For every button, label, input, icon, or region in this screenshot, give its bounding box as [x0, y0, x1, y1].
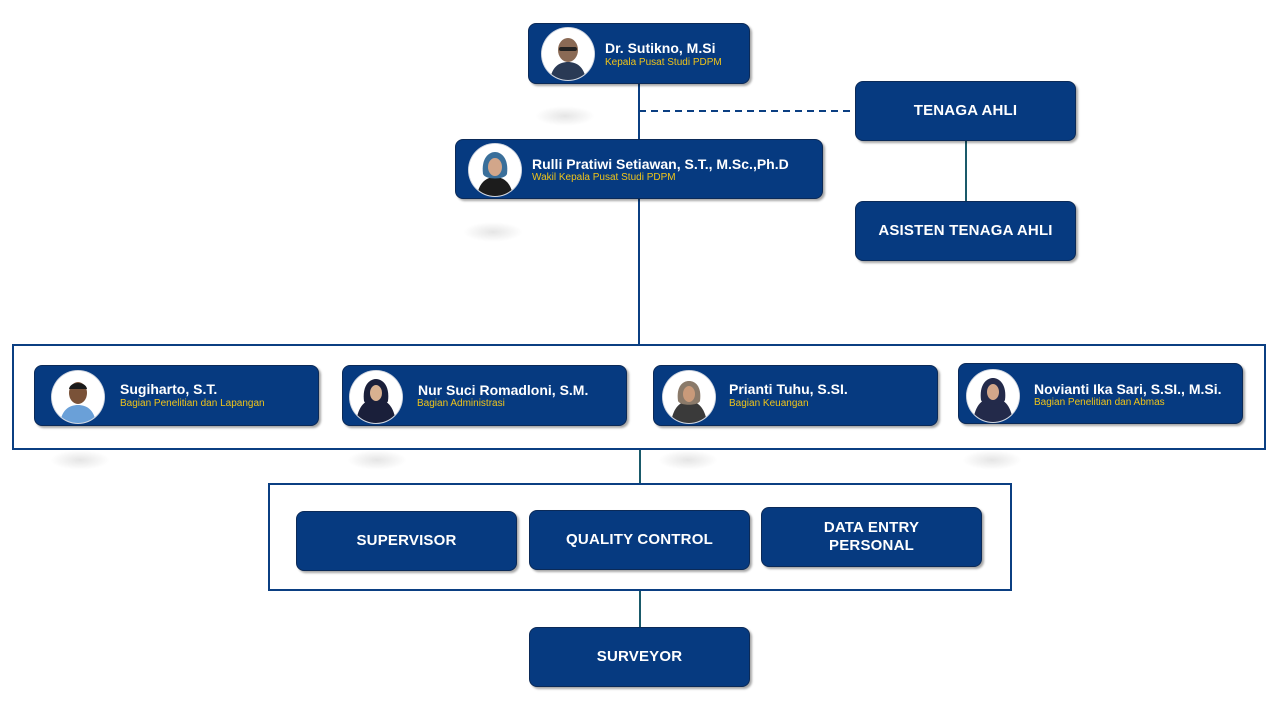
staff-node: Sugiharto, S.T. Bagian Penelitian dan La… — [34, 365, 319, 426]
head-name: Dr. Sutikno, M.Si — [605, 40, 716, 56]
staff-node: Nur Suci Romadloni, S.M. Bagian Administ… — [342, 365, 627, 426]
woman-hijab-person-icon — [967, 370, 1019, 422]
staff-name: Novianti Ika Sari, S.SI., M.Si. — [1034, 381, 1222, 397]
staff-node: Novianti Ika Sari, S.SI., M.Si. Bagian P… — [958, 363, 1243, 424]
avatar-shadow — [962, 450, 1022, 470]
man-person-icon — [52, 371, 104, 423]
teams-frame — [268, 483, 1012, 591]
avatar-shadow — [50, 450, 110, 470]
head-title: Kepala Pusat Studi PDPM — [605, 57, 722, 68]
team-box-quality-control: QUALITY CONTROL — [529, 510, 750, 570]
avatar-shadow — [658, 450, 718, 470]
staff-name: Nur Suci Romadloni, S.M. — [418, 382, 589, 398]
staff-title: Bagian Keuangan — [729, 398, 809, 409]
staff-title: Bagian Penelitian dan Abmas — [1034, 397, 1165, 408]
avatar-shadow — [535, 106, 595, 126]
woman-hijab-person-icon — [663, 371, 715, 423]
expert-assistant-box: ASISTEN TENAGA AHLI — [855, 201, 1076, 261]
surveyor-box: SURVEYOR — [529, 627, 750, 687]
staff-frame — [12, 344, 1266, 450]
avatar-shadow — [463, 222, 523, 242]
deputy-title: Wakil Kepala Pusat Studi PDPM — [532, 172, 676, 183]
staff-name: Sugiharto, S.T. — [120, 381, 218, 397]
deputy-node: Rulli Pratiwi Setiawan, S.T., M.Sc.,Ph.D… — [455, 139, 823, 199]
head-node: Dr. Sutikno, M.Si Kepala Pusat Studi PDP… — [528, 23, 750, 84]
team-box-data-entry: DATA ENTRY PERSONAL — [761, 507, 982, 567]
team-box-supervisor: SUPERVISOR — [296, 511, 517, 571]
staff-title: Bagian Penelitian dan Lapangan — [120, 398, 265, 409]
woman-hijab-person-icon — [469, 144, 521, 196]
man-bald-person-icon — [542, 28, 594, 80]
staff-name: Prianti Tuhu, S.SI. — [729, 381, 848, 397]
staff-title: Bagian Administrasi — [417, 398, 505, 409]
experts-box: TENAGA AHLI — [855, 81, 1076, 141]
staff-node: Prianti Tuhu, S.SI. Bagian Keuangan — [653, 365, 938, 426]
avatar-shadow — [347, 450, 407, 470]
deputy-name: Rulli Pratiwi Setiawan, S.T., M.Sc.,Ph.D — [532, 156, 789, 172]
woman-hijab-person-icon — [350, 371, 402, 423]
